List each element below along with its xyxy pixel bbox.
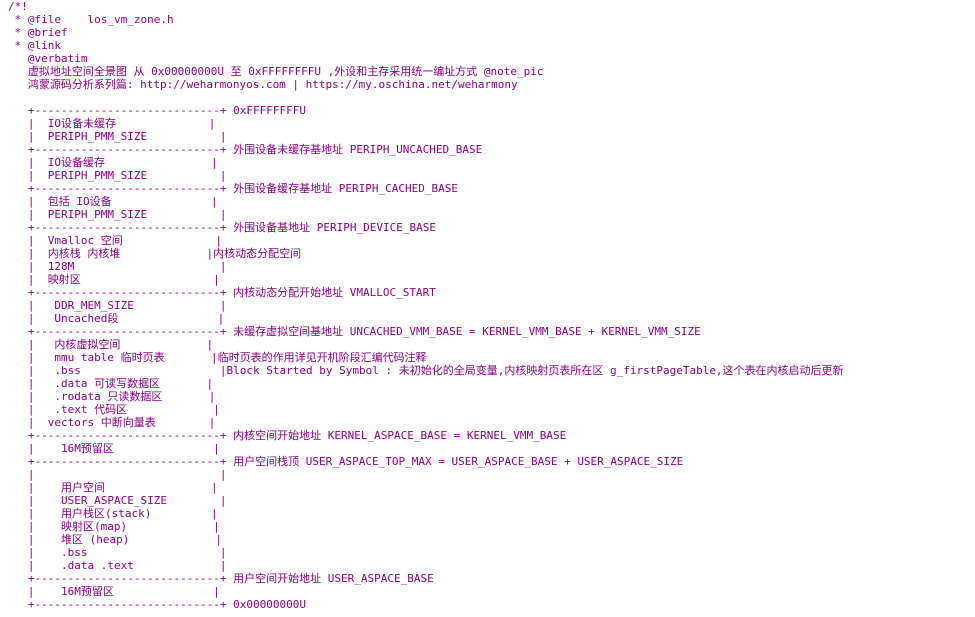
code-line: * @file los_vm_zone.h bbox=[8, 13, 174, 26]
code-line: | 映射区 | bbox=[8, 273, 220, 286]
code-line: | IO设备未缓存 | bbox=[8, 117, 216, 130]
code-line: +----------------------------+ 0x0000000… bbox=[8, 598, 307, 611]
code-line: | 16M预留区 | bbox=[8, 585, 220, 598]
code-line: | | bbox=[8, 468, 227, 481]
code-line: 鸿蒙源码分析系列篇: http://weharmonyos.com | http… bbox=[8, 78, 518, 91]
code-line: | PERIPH_PMM_SIZE | bbox=[8, 208, 227, 221]
code-line: | 映射区(map) | bbox=[8, 520, 220, 533]
code-line: /*! bbox=[8, 0, 28, 13]
code-line: +----------------------------+ 未缓存虚拟空间基地… bbox=[8, 325, 701, 338]
code-line: +----------------------------+ 0xFFFFFFF… bbox=[8, 104, 307, 117]
code-line: +----------------------------+ 外围设备缓存基地址… bbox=[8, 182, 458, 195]
code-line: | .bss |Block Started by Symbol : 未初始化的全… bbox=[8, 364, 844, 377]
code-line: +----------------------------+ 用户空间栈顶 US… bbox=[8, 455, 684, 468]
code-line: | IO设备缓存 | bbox=[8, 156, 218, 169]
code-line: +----------------------------+ 用户空间开始地址 … bbox=[8, 572, 434, 585]
code-line bbox=[8, 91, 968, 104]
code-line: | mmu table 临时页表 |临时页表的作用详见开机阶段汇编代码注释 bbox=[8, 351, 427, 364]
code-line: | .bss | bbox=[8, 546, 227, 559]
code-line: | 用户栈区(stack) | bbox=[8, 507, 218, 520]
code-line: | Vmalloc 空间 | bbox=[8, 234, 223, 247]
code-line: | Uncached段 | bbox=[8, 312, 225, 325]
code-line: | .text 代码区 | bbox=[8, 403, 220, 416]
code-line: +----------------------------+ 内核空间开始地址 … bbox=[8, 429, 567, 442]
code-line: | USER_ASPACE_SIZE | bbox=[8, 494, 227, 507]
code-line: +----------------------------+ 外围设备未缓存基地… bbox=[8, 143, 483, 156]
code-line: | 内核虚拟空间 | bbox=[8, 338, 214, 351]
code-line: +----------------------------+ 内核动态分配开始地… bbox=[8, 286, 436, 299]
code-line: | 16M预留区 | bbox=[8, 442, 220, 455]
code-line: | 128M | bbox=[8, 260, 227, 273]
code-line: @verbatim bbox=[8, 52, 88, 65]
code-line: | vectors 中断向量表 | bbox=[8, 416, 216, 429]
code-line: | .data 可读写数据区 | bbox=[8, 377, 214, 390]
code-line: | DDR_MEM_SIZE | bbox=[8, 299, 227, 312]
code-line: | .rodata 只读数据区 | bbox=[8, 390, 216, 403]
source-comment-block: /*! * @file los_vm_zone.h * @brief * @li… bbox=[8, 0, 968, 617]
code-line: * @link bbox=[8, 39, 61, 52]
code-line: | 内核栈 内核堆 |内核动态分配空间 bbox=[8, 247, 302, 260]
code-line: 虚拟地址空间全景图 从 0x00000000U 至 0xFFFFFFFFU ,外… bbox=[8, 65, 544, 78]
code-line: | 用户空间 | bbox=[8, 481, 218, 494]
code-line: | PERIPH_PMM_SIZE | bbox=[8, 169, 227, 182]
code-line: | .data .text | bbox=[8, 559, 227, 572]
code-line: | PERIPH_PMM_SIZE | bbox=[8, 130, 227, 143]
code-line: +----------------------------+ 外围设备基地址 P… bbox=[8, 221, 436, 234]
code-line: | 堆区 (heap) | bbox=[8, 533, 223, 546]
code-line: * @brief bbox=[8, 26, 68, 39]
code-line: | 包括 IO设备 | bbox=[8, 195, 218, 208]
